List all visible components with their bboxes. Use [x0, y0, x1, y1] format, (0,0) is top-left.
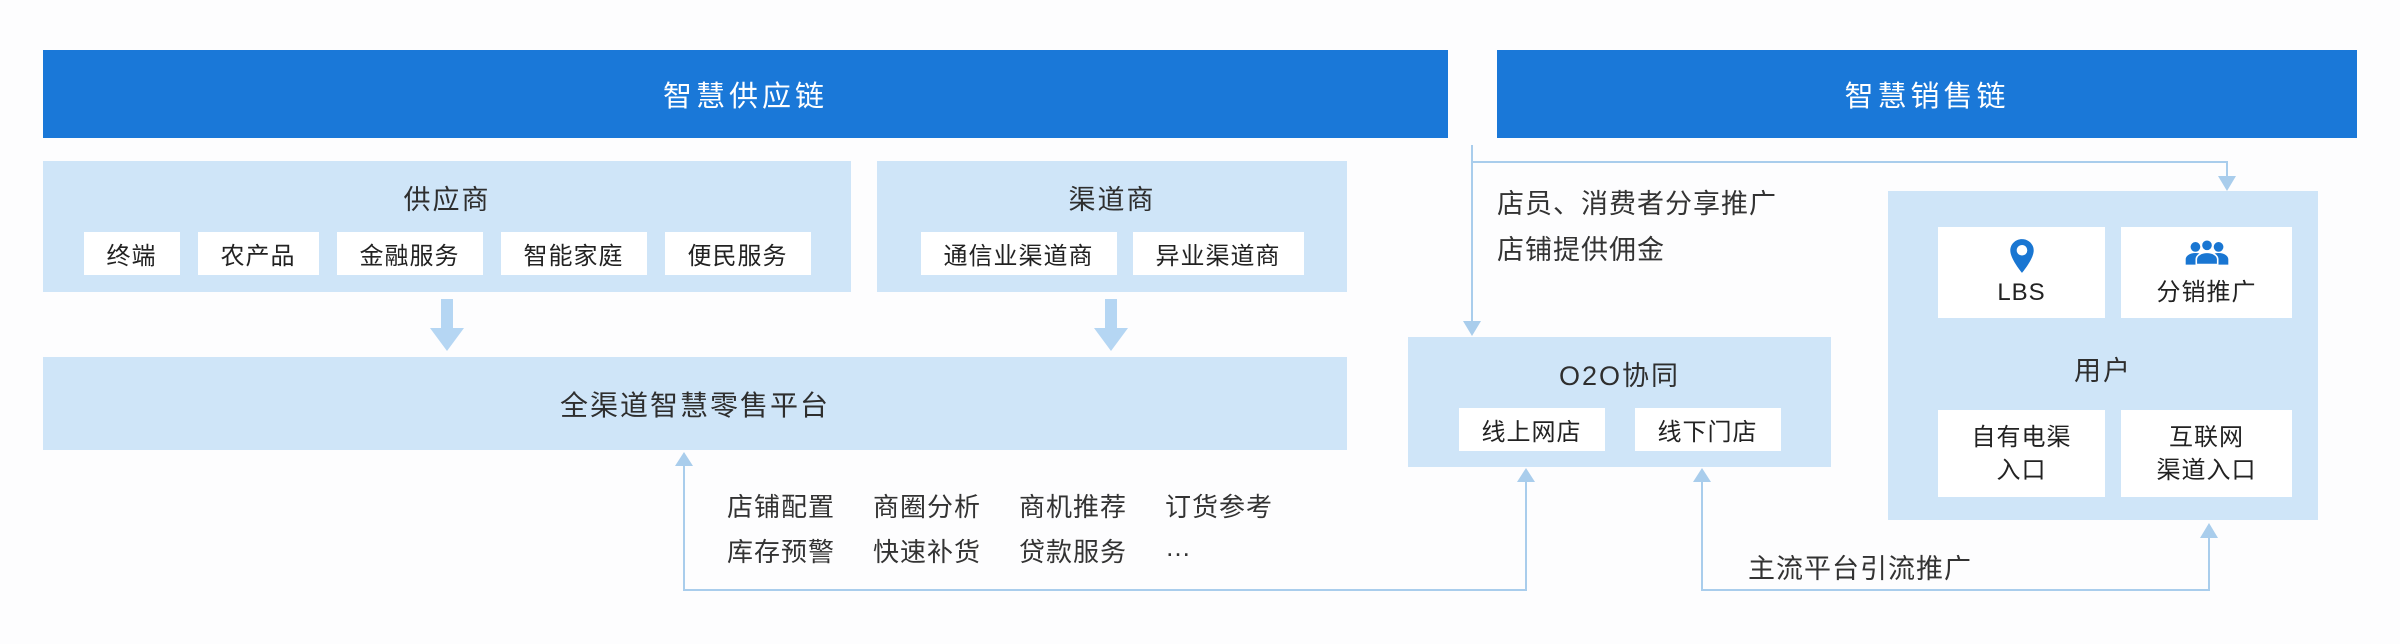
channel-panel: 渠道商 通信业渠道商 异业渠道商 [877, 161, 1347, 292]
user-panel: LBS 分销推广 用户 自有电渠 入口 互联网 渠道入口 [1888, 191, 2318, 520]
feature-quick-replenishment: 快速补货 [873, 537, 982, 567]
platform-features-line1: 店铺配置 商圈分析 商机推荐 订货参考 [727, 487, 1273, 524]
share-promotion-line2: 店铺提供佣金 [1497, 235, 1665, 265]
share-promotion-line1: 店员、消费者分享推广 [1497, 189, 1777, 219]
connector-platform-o2o-arrowheads [675, 452, 1535, 482]
connector-o2o-user-arrowheads [1693, 468, 2218, 538]
connector-o2o-user [1701, 482, 2210, 591]
channel-panel-title: 渠道商 [1068, 185, 1156, 215]
channel-item-telecom: 通信业渠道商 [920, 232, 1117, 275]
channel-item-cross-industry: 异业渠道商 [1132, 232, 1304, 275]
o2o-panel-title: O2O协同 [1558, 361, 1681, 391]
supplier-item-finance: 金融服务 [336, 232, 483, 275]
o2o-collaboration-panel: O2O协同 线上网店 线下门店 [1408, 337, 1831, 467]
supplier-items-row: 终端 农产品 金融服务 智能家庭 便民服务 [43, 232, 851, 275]
down-arrow-channel-to-platform [1094, 299, 1128, 351]
connector-sales-to-o2o-and-user [1471, 145, 2228, 323]
people-group-icon [2185, 238, 2229, 267]
supplier-panel-title: 供应商 [403, 185, 491, 215]
lbs-cell: LBS [1938, 227, 2105, 318]
own-ecommerce-entrance-cell: 自有电渠 入口 [1938, 410, 2105, 497]
distribution-promotion-cell: 分销推广 [2121, 227, 2292, 318]
feature-ellipsis: … [1165, 532, 1193, 562]
header-smart-supply-chain: 智慧供应链 [43, 50, 1448, 138]
channel-items-row: 通信业渠道商 异业渠道商 [877, 232, 1347, 275]
o2o-items-row: 线上网店 线下门店 [1408, 408, 1831, 451]
feature-inventory-alert: 库存预警 [727, 537, 836, 567]
supplier-item-agriculture: 农产品 [197, 232, 319, 275]
connector-sales-arrowheads [1463, 176, 2236, 336]
platform-features-line2: 库存预警 快速补货 贷款服务 … [727, 532, 1192, 569]
feature-order-reference: 订货参考 [1165, 492, 1274, 522]
feature-store-config: 店铺配置 [727, 492, 836, 522]
feature-loan-service: 贷款服务 [1019, 537, 1128, 567]
supplier-item-convenience: 便民服务 [664, 232, 811, 275]
supplier-item-smart-home: 智能家庭 [500, 232, 647, 275]
down-arrow-supplier-to-platform [430, 299, 464, 351]
distribution-promotion-label: 分销推广 [2156, 278, 2257, 306]
o2o-item-offline-store: 线下门店 [1634, 408, 1781, 451]
feature-opportunity-recommendation: 商机推荐 [1019, 492, 1128, 522]
omni-channel-retail-platform-bar: 全渠道智慧零售平台 [43, 357, 1347, 450]
location-pin-icon [2008, 238, 2036, 274]
header-smart-sales-chain: 智慧销售链 [1497, 50, 2357, 138]
supplier-panel: 供应商 终端 农产品 金融服务 智能家庭 便民服务 [43, 161, 851, 292]
lbs-label: LBS [1997, 279, 2046, 306]
connector-platform-o2o [683, 465, 1527, 591]
user-panel-title: 用户 [2074, 356, 2132, 386]
supplier-item-terminal: 终端 [83, 232, 180, 275]
o2o-item-online-store: 线上网店 [1458, 408, 1605, 451]
share-promotion-note: 店员、消费者分享推广 店铺提供佣金 [1497, 181, 1777, 273]
feature-trade-area-analysis: 商圈分析 [873, 492, 982, 522]
mainstream-platform-promo-note: 主流平台引流推广 [1748, 554, 1972, 584]
internet-channel-entrance-cell: 互联网 渠道入口 [2121, 410, 2292, 497]
